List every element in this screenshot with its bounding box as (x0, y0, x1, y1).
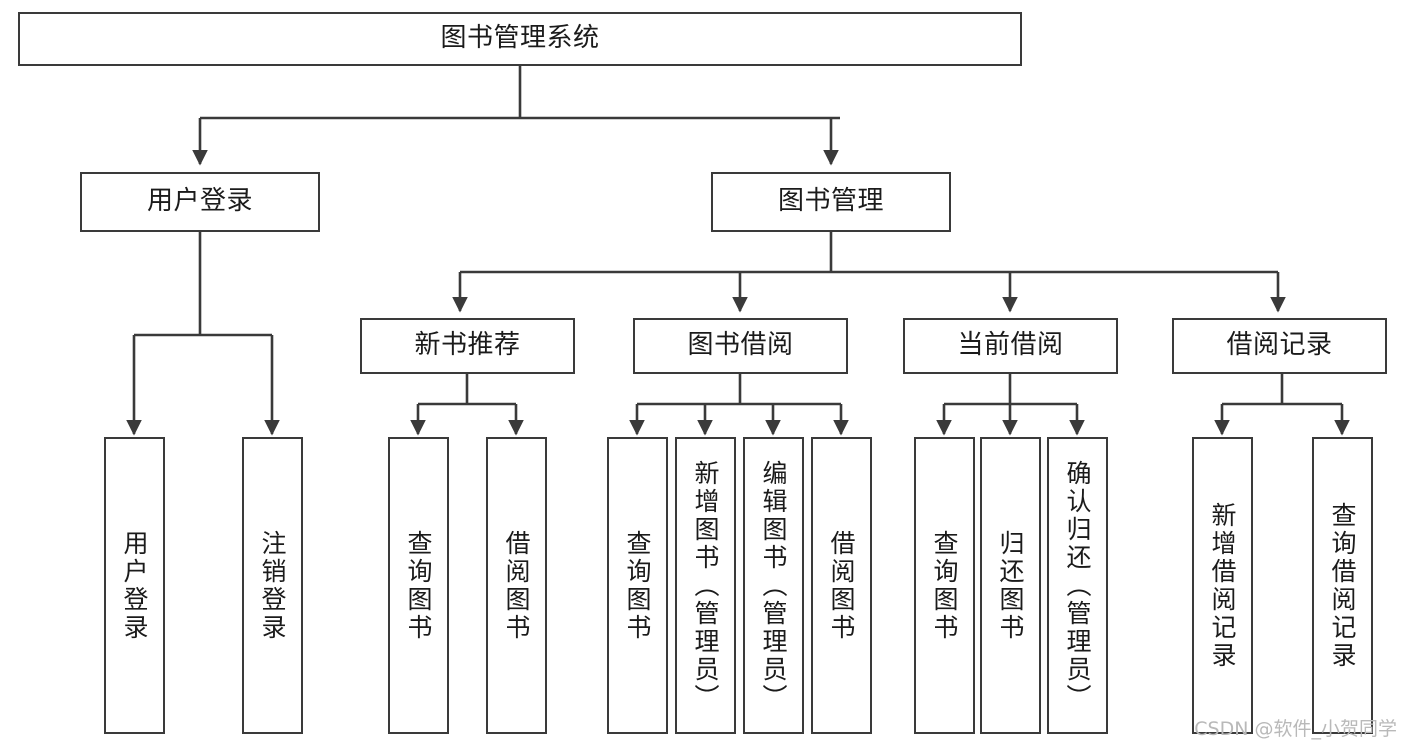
node-leaf-return-book-label: 归还图书 (996, 529, 1025, 642)
node-leaf-add-record-label: 新增借阅记录 (1208, 501, 1237, 670)
node-leaf-edit-book[interactable]: 编辑图书（管理员） (743, 437, 804, 734)
node-book-borrow[interactable]: 图书借阅 (633, 318, 848, 374)
node-leaf-user-login-label: 用户登录 (120, 529, 149, 642)
node-user-login[interactable]: 用户登录 (80, 172, 320, 232)
node-leaf-borrow-book-2-label: 借阅图书 (827, 529, 856, 642)
node-leaf-user-login[interactable]: 用户登录 (104, 437, 165, 734)
node-leaf-add-book-label: 新增图书（管理员） (691, 459, 720, 712)
node-leaf-query-book-1[interactable]: 查询图书 (388, 437, 449, 734)
node-leaf-query-book-2-label: 查询图书 (623, 529, 652, 642)
node-book-management-label: 图书管理 (777, 185, 884, 216)
node-borrow-record[interactable]: 借阅记录 (1172, 318, 1387, 374)
node-leaf-add-book[interactable]: 新增图书（管理员） (675, 437, 736, 734)
node-leaf-borrow-book-1-label: 借阅图书 (502, 529, 531, 642)
node-new-book-recommend[interactable]: 新书推荐 (360, 318, 575, 374)
node-leaf-query-book-1-label: 查询图书 (404, 529, 433, 642)
node-leaf-confirm-return[interactable]: 确认归还（管理员） (1047, 437, 1108, 734)
node-leaf-borrow-book-2[interactable]: 借阅图书 (811, 437, 872, 734)
node-leaf-add-record[interactable]: 新增借阅记录 (1192, 437, 1253, 734)
node-leaf-query-record-label: 查询借阅记录 (1328, 501, 1357, 670)
node-book-borrow-label: 图书借阅 (687, 329, 794, 360)
node-leaf-query-book-3[interactable]: 查询图书 (914, 437, 975, 734)
node-book-management[interactable]: 图书管理 (711, 172, 951, 232)
node-new-book-recommend-label: 新书推荐 (414, 329, 521, 360)
node-user-login-label: 用户登录 (146, 185, 253, 216)
node-root[interactable]: 图书管理系统 (18, 12, 1022, 66)
node-leaf-logout-login-label: 注销登录 (258, 529, 287, 642)
node-leaf-edit-book-label: 编辑图书（管理员） (759, 459, 788, 712)
node-root-label: 图书管理系统 (440, 22, 600, 53)
node-leaf-borrow-book-1[interactable]: 借阅图书 (486, 437, 547, 734)
node-current-borrow[interactable]: 当前借阅 (903, 318, 1118, 374)
watermark: CSDN @软件_小贺同学 (1194, 718, 1397, 740)
node-current-borrow-label: 当前借阅 (957, 329, 1064, 360)
node-leaf-confirm-return-label: 确认归还（管理员） (1063, 459, 1092, 712)
node-leaf-query-book-3-label: 查询图书 (930, 529, 959, 642)
node-borrow-record-label: 借阅记录 (1226, 329, 1333, 360)
node-leaf-query-record[interactable]: 查询借阅记录 (1312, 437, 1373, 734)
node-leaf-return-book[interactable]: 归还图书 (980, 437, 1041, 734)
node-leaf-logout-login[interactable]: 注销登录 (242, 437, 303, 734)
node-leaf-query-book-2[interactable]: 查询图书 (607, 437, 668, 734)
